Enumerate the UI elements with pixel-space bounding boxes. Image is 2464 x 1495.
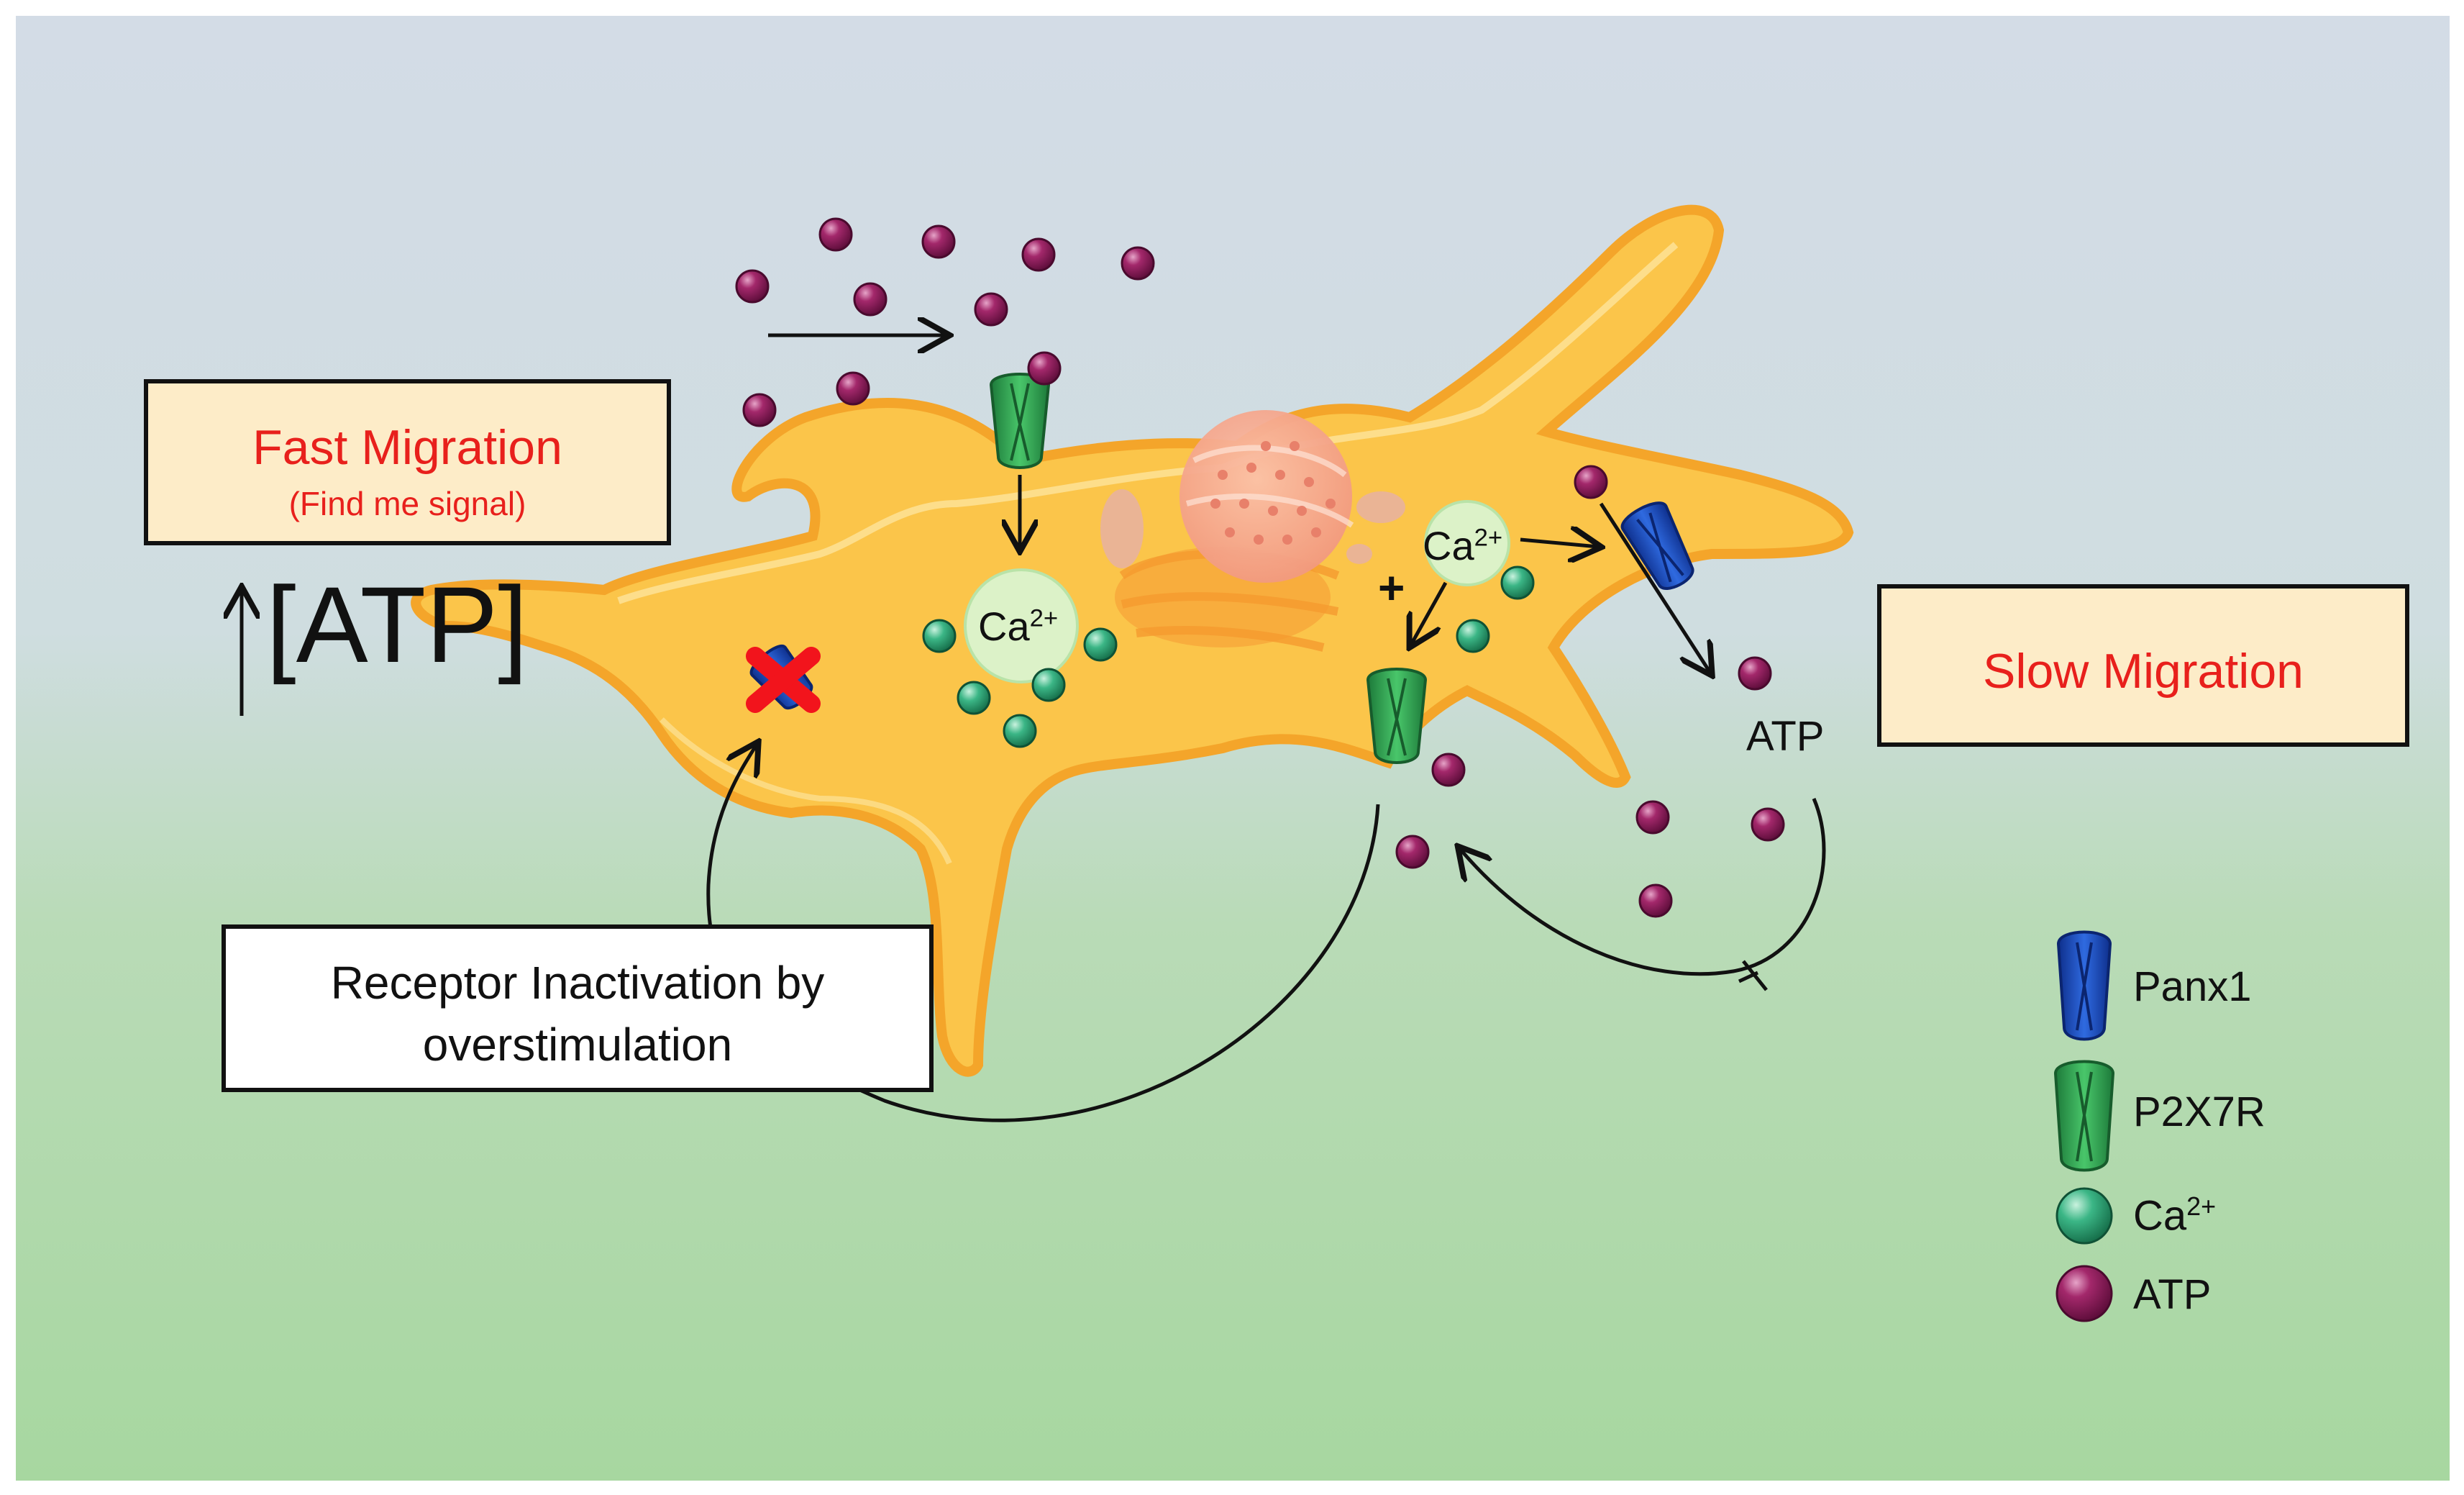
p2x7r-channel-bottom: [1366, 668, 1428, 764]
calcium-ion: [1003, 714, 1037, 748]
find-me-signal-subtitle: (Find me signal): [288, 485, 526, 522]
atp-molecule: [818, 217, 853, 252]
legend: [2053, 930, 2115, 1322]
feedback-tick: [1738, 971, 1759, 983]
p2x7r-channel-top: [989, 373, 1051, 469]
atp-molecule: [742, 393, 777, 427]
atp-molecule: [735, 269, 770, 304]
atp-molecule: [853, 282, 888, 317]
legend-label-p2x7r: P2X7R: [2133, 1089, 2265, 1135]
fast-migration-box: Fast Migration (Find me signal): [144, 379, 671, 545]
atp-molecule-icon: [2055, 1265, 2113, 1322]
panx1-channel-icon: [2056, 930, 2112, 1041]
atp-molecule: [1738, 656, 1772, 691]
calcium-to-panx1-arrow: [1520, 540, 1598, 547]
atp-molecule: [1635, 800, 1670, 835]
legend-label-panx1: Panx1: [2133, 963, 2252, 1010]
calcium-charge: 2+: [1474, 524, 1503, 552]
calcium-to-p2x7r-arrow: [1411, 581, 1448, 645]
atp-molecule: [1431, 753, 1466, 787]
atp-molecule: [1638, 883, 1673, 918]
atp-molecule: [1021, 237, 1056, 272]
atp-molecule: [921, 224, 956, 259]
calcium-symbol: Ca: [978, 604, 1030, 649]
atp-molecule: [1751, 807, 1785, 842]
legend-calcium-symbol: Ca: [2133, 1192, 2187, 1240]
receptor-inactivation-box: Receptor Inactivation by overstimulation: [222, 924, 934, 1092]
legend-calcium-charge: 2+: [2186, 1191, 2217, 1221]
nucleus-pores: [1210, 441, 1336, 545]
atp-molecule: [1395, 835, 1430, 869]
panx1-efflux-arrow: [1599, 502, 1710, 673]
calcium-ion: [1500, 565, 1535, 600]
atp-concentration-label: [ATP]: [266, 564, 528, 685]
slow-migration-title: Slow Migration: [1983, 644, 2304, 699]
receptor-inactivation-line1: Receptor Inactivation by: [330, 957, 825, 1009]
calcium-ions: [922, 565, 1535, 748]
microglia-cell: [411, 204, 1854, 1077]
p2x7r-channel-icon: [2053, 1060, 2115, 1172]
vesicle: [1346, 544, 1372, 564]
legend-label-calcium: Ca2+: [2133, 1191, 2216, 1240]
inactivation-cross-icon: [746, 647, 821, 713]
legend-label-atp: ATP: [2133, 1271, 2212, 1318]
calcium-ion: [957, 681, 991, 715]
calcium-symbol: Ca: [1423, 523, 1474, 568]
calcium-compartment-right: [1424, 500, 1510, 586]
calcium-ion-icon: [2055, 1187, 2113, 1245]
atp-molecule: [974, 292, 1008, 327]
atp-label: ATP: [1746, 713, 1825, 760]
atp-molecule: [1574, 465, 1608, 499]
activation-plus-sign: +: [1378, 562, 1405, 614]
calcium-ion: [1456, 619, 1490, 653]
calcium-ion: [922, 619, 957, 653]
receptor-inactivation-line2: overstimulation: [422, 1019, 733, 1071]
calcium-label-right: Ca2+: [1423, 522, 1502, 569]
calcium-ion: [1083, 627, 1118, 662]
calcium-ion: [1031, 668, 1066, 702]
vesicle: [1100, 489, 1144, 568]
calcium-compartment-left: [964, 568, 1079, 683]
atp-molecules: [735, 217, 1785, 918]
slow-migration-box: Slow Migration: [1877, 584, 2409, 747]
calcium-charge: 2+: [1029, 604, 1059, 632]
atp-feedback-arrow: [1460, 798, 1826, 976]
calcium-label-left: Ca2+: [978, 603, 1058, 650]
atp-molecule: [1121, 246, 1155, 281]
atp-molecule: [836, 371, 870, 406]
fast-migration-title: Fast Migration: [252, 420, 562, 475]
atp-molecule: [1027, 351, 1062, 386]
vesicle: [1356, 491, 1405, 523]
panx1-channel: [1620, 501, 1694, 590]
